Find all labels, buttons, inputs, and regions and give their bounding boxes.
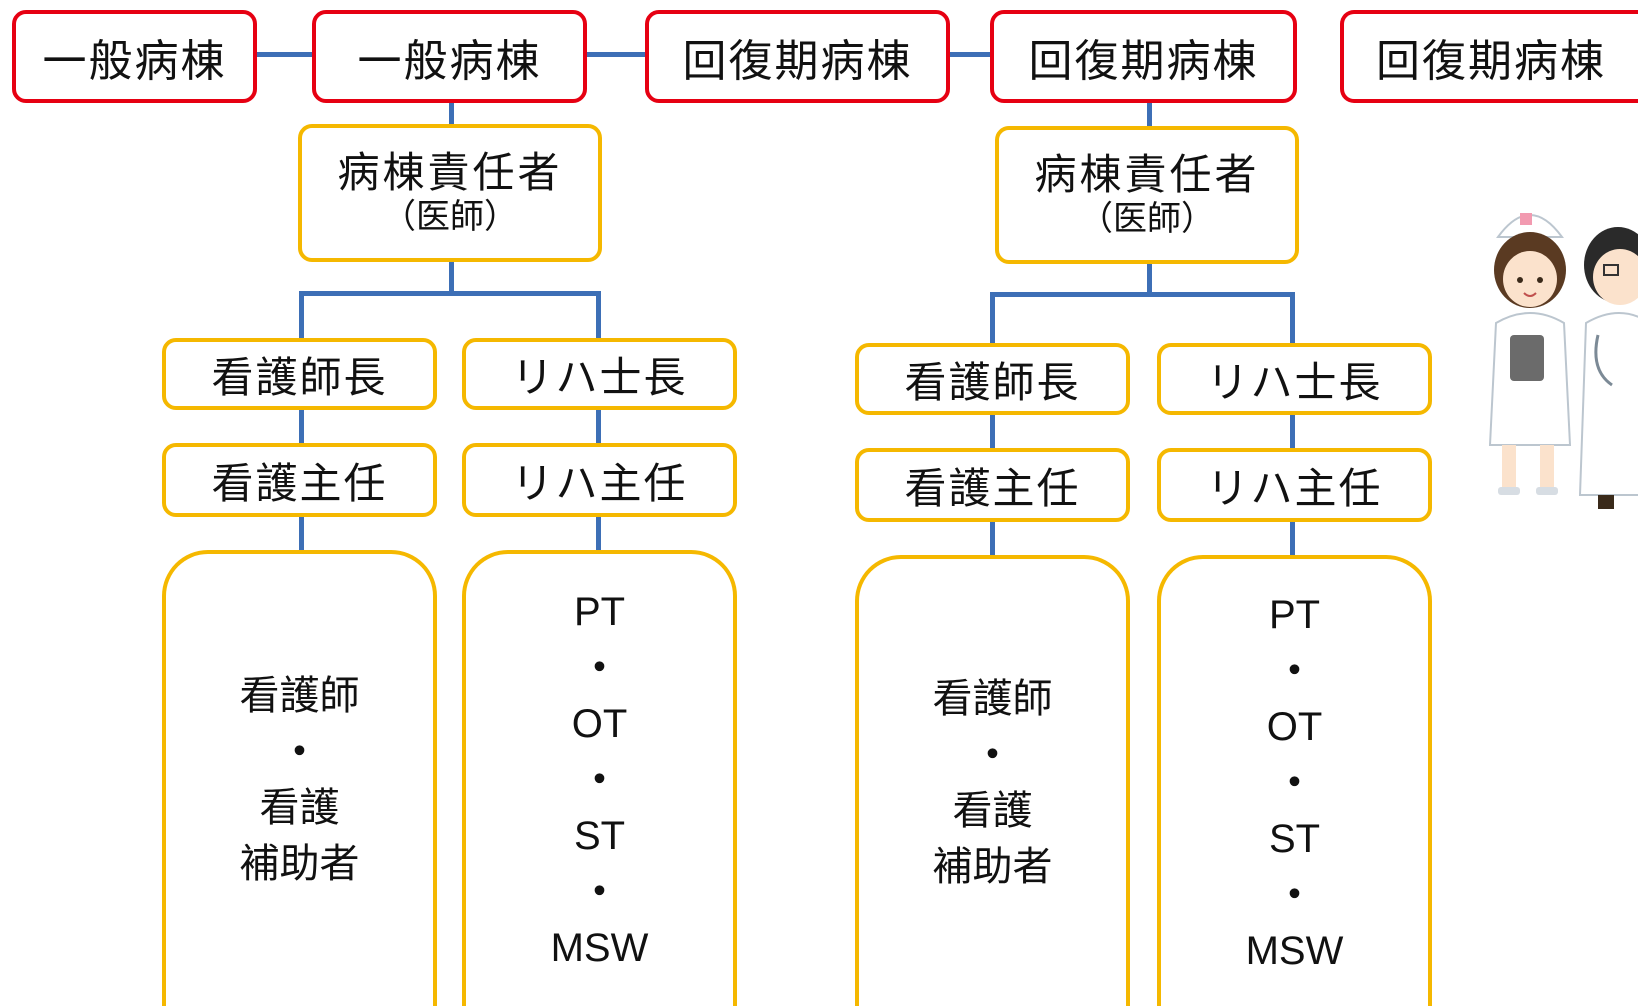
nursing-chief-label: 看護師長 <box>904 357 1081 407</box>
connector-line <box>990 292 1295 297</box>
rehab-staff-box: PT ・ OT ・ ST ・ MSW <box>1157 555 1432 1006</box>
rehab-chief-box: リハ士長 <box>462 338 737 410</box>
nursing-supervisor-label: 看護主任 <box>211 458 388 508</box>
connector-line <box>1290 410 1295 450</box>
connector-line <box>299 405 304 445</box>
nursing-supervisor-box: 看護主任 <box>855 448 1130 522</box>
ward-label: 回復期病棟 <box>1376 35 1606 87</box>
nursing-supervisor-box: 看護主任 <box>162 443 437 517</box>
rehab-staff-line: MSW <box>1245 928 1344 973</box>
connector-line <box>299 291 601 296</box>
rehab-chief-box: リハ士長 <box>1157 343 1432 415</box>
connector-line <box>299 291 304 341</box>
connector-line <box>596 513 601 553</box>
connector-line <box>990 518 995 558</box>
separator-dot: ・ <box>1274 872 1315 917</box>
ward-box: 回復期病棟 <box>645 10 950 103</box>
rehab-staff-line: PT <box>573 590 626 634</box>
connector-line <box>449 97 454 125</box>
connector-line <box>449 258 454 294</box>
connector-line <box>1290 518 1295 558</box>
rehab-staff-box: PT ・ OT ・ ST ・ MSW <box>462 550 737 1006</box>
ward-head-box: 病棟責任者 （医師） <box>298 124 602 262</box>
separator-dot: ・ <box>579 646 620 690</box>
nursing-staff-line: 看護師 <box>239 673 360 719</box>
ward-head-subtitle: （医師） <box>1079 198 1215 239</box>
nursing-supervisor-label: 看護主任 <box>904 463 1081 513</box>
connector-line <box>596 291 601 341</box>
ward-head-title: 病棟責任者 <box>337 148 563 198</box>
connector-line <box>1290 292 1295 346</box>
ward-label: 回復期病棟 <box>682 35 913 87</box>
nursing-staff-line: 補助者 <box>932 843 1053 890</box>
ward-head-subtitle: （医師） <box>382 196 518 237</box>
connector-line <box>1147 260 1152 296</box>
ward-box: 回復期病棟 <box>990 10 1297 103</box>
rehab-supervisor-label: リハ主任 <box>1206 463 1383 513</box>
nursing-staff-line: 看護師 <box>932 675 1053 722</box>
separator-dot: ・ <box>1274 760 1315 805</box>
rehab-staff-line: OT <box>571 702 628 746</box>
rehab-staff-line: PT <box>1268 592 1321 637</box>
ward-box: 一般病棟 <box>312 10 587 103</box>
nursing-chief-label: 看護師長 <box>211 352 388 402</box>
nurse-and-doctor-icon <box>1488 213 1638 509</box>
rehab-staff-line: OT <box>1266 704 1323 749</box>
rehab-supervisor-box: リハ主任 <box>462 443 737 517</box>
separator-dot: ・ <box>579 758 620 802</box>
rehab-chief-label: リハ士長 <box>511 352 688 402</box>
rehab-staff-line: ST <box>573 814 626 858</box>
separator-dot: ・ <box>279 729 320 775</box>
ward-label: 一般病棟 <box>357 35 542 87</box>
nurse-doctor-illustration <box>1480 195 1638 535</box>
ward-head-title: 病棟責任者 <box>1034 150 1260 200</box>
rehab-supervisor-box: リハ主任 <box>1157 448 1432 522</box>
separator-dot: ・ <box>972 731 1013 778</box>
nursing-staff-box: 看護師 ・ 看護 補助者 <box>855 555 1130 1006</box>
separator-dot: ・ <box>1274 648 1315 693</box>
nursing-chief-box: 看護師長 <box>855 343 1130 415</box>
connector-line <box>990 410 995 450</box>
nursing-staff-line: 補助者 <box>239 841 360 887</box>
rehab-staff-line: MSW <box>550 926 649 970</box>
ward-label: 回復期病棟 <box>1028 35 1259 87</box>
nursing-staff-box: 看護師 ・ 看護 補助者 <box>162 550 437 1006</box>
connector-line <box>596 405 601 445</box>
connector-line <box>299 513 304 553</box>
connector-line <box>1147 97 1152 127</box>
connector-line <box>990 292 995 346</box>
nursing-staff-line: 看護 <box>952 787 1033 834</box>
separator-dot: ・ <box>579 870 620 914</box>
rehab-chief-label: リハ士長 <box>1206 357 1383 407</box>
rehab-staff-line: ST <box>1268 816 1321 861</box>
nursing-chief-box: 看護師長 <box>162 338 437 410</box>
ward-box: 回復期病棟 <box>1340 10 1638 103</box>
ward-box: 一般病棟 <box>12 10 257 103</box>
rehab-supervisor-label: リハ主任 <box>511 458 688 508</box>
ward-head-box: 病棟責任者 （医師） <box>995 126 1299 264</box>
ward-label: 一般病棟 <box>42 35 227 87</box>
nursing-staff-line: 看護 <box>259 785 340 831</box>
